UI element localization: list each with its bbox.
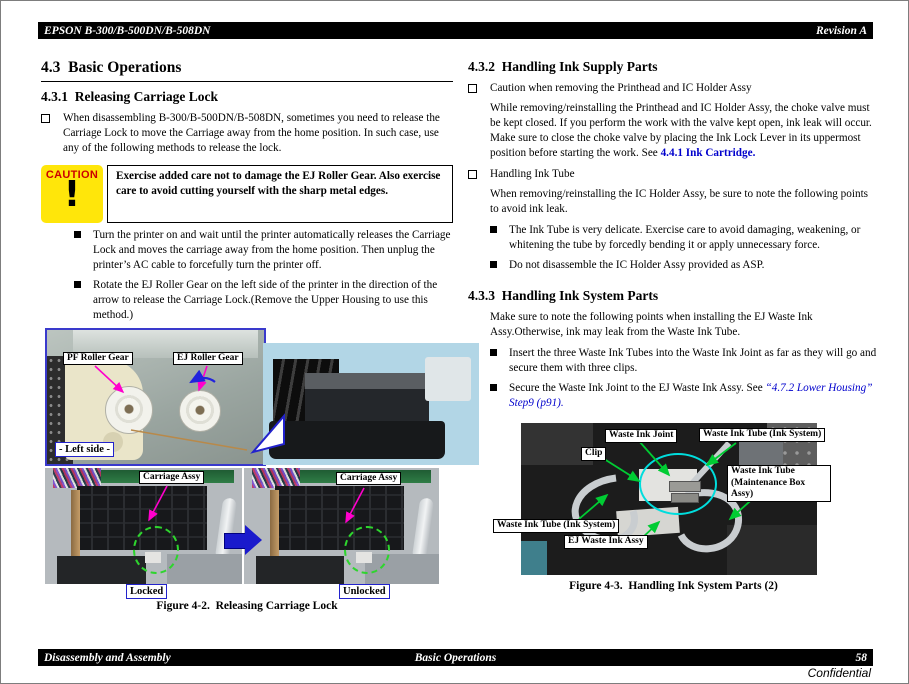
bullet-text: Do not disassemble the IC Holder Assy pr… (509, 259, 765, 272)
left-column: 4.3 Basic Operations 4.3.1 Releasing Car… (41, 58, 479, 616)
caution-block: CAUTION ! Exercise added care not to dam… (41, 164, 453, 223)
photo-detail (270, 489, 279, 560)
arrow-overlay (148, 485, 168, 522)
photo-detail (57, 555, 146, 584)
paragraph: While removing/reinstalling the Printhea… (490, 101, 879, 161)
photo-detail (727, 525, 817, 576)
ej-waste-ink-assy-label: EJ Waste Ink Assy (564, 535, 648, 549)
waste-ink-joint-label: Waste Ink Joint (605, 429, 678, 443)
intro-paragraph: When disassembling B-300/B-500DN/B-508DN… (63, 111, 440, 154)
photo-roller-gears: PF Roller Gear EJ Roller Gear - Left sid… (45, 327, 266, 466)
square-bullet-icon (490, 349, 497, 357)
clip-label: Clip (581, 447, 607, 461)
paragraph-text: Secure the Waste Ink Joint to the EJ Was… (509, 382, 766, 395)
photo-detail (305, 372, 429, 423)
arrow-overlay (94, 365, 248, 451)
bullet-text: Insert the three Waste Ink Tubes into th… (509, 347, 877, 375)
list-item: Handling Ink Tube (468, 167, 879, 182)
unlocked-label: Unlocked (339, 583, 390, 599)
right-column: 4.3.2 Handling Ink Supply Parts Caution … (468, 58, 879, 593)
paragraph-text: While removing/reinstalling the Printhea… (490, 102, 872, 160)
carriage-assy-label: Carriage Assy (139, 470, 205, 485)
list-item: Turn the printer on and wait until the p… (74, 228, 453, 273)
list-item: Rotate the EJ Roller Gear on the left si… (74, 278, 453, 323)
photo-detail (252, 467, 300, 488)
photo-carriage-locked: Carriage Assy (45, 467, 242, 584)
caution-icon-label: CAUTION (45, 168, 99, 181)
photo-detail (425, 356, 471, 401)
photo-detail (256, 555, 344, 584)
photo-detail (269, 420, 445, 459)
bullet-text: The Ink Tube is very delicate. Exercise … (509, 224, 861, 252)
link-lower-housing[interactable]: “4.7.2 Lower Housing” Step9 (p91). (509, 382, 873, 410)
bullet-text: Handling Ink Tube (490, 168, 575, 181)
hollow-square-bullet-icon (41, 113, 50, 123)
list-item: The Ink Tube is very delicate. Exercise … (490, 223, 879, 253)
locked-label: Locked (126, 583, 168, 599)
photo-detail (167, 553, 242, 584)
figure-4-3-caption: Figure 4-3. Handling Ink System Parts (2… (569, 580, 778, 593)
callout-triangle (250, 413, 285, 454)
bullet-text: Turn the printer on and wait until the p… (93, 228, 451, 271)
page-number: 58 (855, 651, 867, 664)
photo-detail (521, 541, 547, 576)
list-item: Do not disassemble the IC Holder Assy pr… (490, 258, 879, 273)
waste-ink-tube-ink-system-label-2: Waste Ink Tube (Ink System) (493, 519, 620, 533)
carriage-assy-label: Carriage Assy (336, 471, 402, 486)
pf-roller-gear-photo (105, 385, 153, 434)
list-item: Insert the three Waste Ink Tubes into th… (490, 346, 879, 376)
square-bullet-icon (490, 226, 497, 234)
bullet-text: Secure the Waste Ink Joint to the EJ Was… (509, 381, 879, 411)
square-bullet-icon (490, 261, 497, 269)
footer-bar: Disassembly and Assembly Basic Operation… (38, 649, 873, 666)
section-heading-4-3: 4.3 Basic Operations (41, 58, 453, 82)
paragraph: When removing/reinstalling the IC Holder… (490, 188, 869, 216)
photo-carriage-unlocked: Carriage Assy (244, 467, 439, 584)
waste-ink-tube-maintenance-label: Waste Ink Tube (Maintenance Box Assy) (727, 465, 831, 502)
waste-ink-tube-ink-system-label: Waste Ink Tube (Ink System) (699, 428, 826, 442)
square-bullet-icon (490, 384, 497, 392)
list-item: Caution when removing the Printhead and … (468, 81, 879, 96)
bullet-text: Caution when removing the Printhead and … (490, 82, 752, 95)
photo-ink-system-parts: Waste Ink Joint Waste Ink Tube (Ink Syst… (493, 423, 831, 576)
section-heading-4-3-1: 4.3.1 Releasing Carriage Lock (41, 88, 218, 104)
list-item: Secure the Waste Ink Joint to the EJ Was… (490, 381, 879, 411)
arrow-overlay (345, 487, 365, 524)
figure-4-3: Waste Ink Joint Waste Ink Tube (Ink Syst… (468, 419, 879, 593)
revision-label: Revision A (815, 24, 867, 37)
photo-printer-mechanism (263, 342, 479, 465)
bullet-text: Rotate the EJ Roller Gear on the left si… (93, 278, 438, 321)
pf-roller-gear-label: PF Roller Gear (63, 351, 133, 366)
exclamation-icon: ! (63, 173, 81, 215)
section-heading-4-3-2: 4.3.2 Handling Ink Supply Parts (468, 59, 658, 74)
lock-highlight-circle (344, 525, 390, 574)
footer-section: Basic Operations (414, 651, 497, 664)
caution-icon: CAUTION ! (41, 164, 103, 223)
footer-chapter: Disassembly and Assembly (44, 651, 171, 664)
lock-highlight-circle (133, 525, 179, 574)
header-bar: EPSON B-300/B-500DN/B-508DN Revision A (38, 22, 873, 39)
hollow-square-bullet-icon (468, 84, 477, 94)
left-side-label: - Left side - (55, 441, 115, 457)
ej-roller-gear-label: EJ Roller Gear (173, 351, 243, 366)
figure-4-2: PF Roller Gear EJ Roller Gear - Left sid… (41, 327, 479, 616)
hollow-square-bullet-icon (468, 170, 477, 180)
list-item: When disassembling B-300/B-500DN/B-508DN… (41, 111, 453, 156)
section-heading-4-3-3: 4.3.3 Handling Ink System Parts (468, 288, 659, 304)
document-title: EPSON B-300/B-500DN/B-508DN (44, 24, 211, 37)
highlight-ellipse (639, 453, 717, 516)
square-bullet-icon (74, 230, 81, 238)
photo-detail (53, 467, 101, 488)
square-bullet-icon (74, 280, 81, 288)
link-ink-cartridge[interactable]: 4.4.1 Ink Cartridge. (660, 147, 756, 160)
paragraph: Make sure to note the following points w… (490, 311, 813, 339)
figure-4-2-caption: Figure 4-2. Releasing Carriage Lock (156, 599, 338, 612)
confidential-label: Confidential (807, 666, 871, 680)
photo-detail (71, 489, 80, 560)
caution-text: Exercise added care not to damage the EJ… (107, 164, 453, 223)
